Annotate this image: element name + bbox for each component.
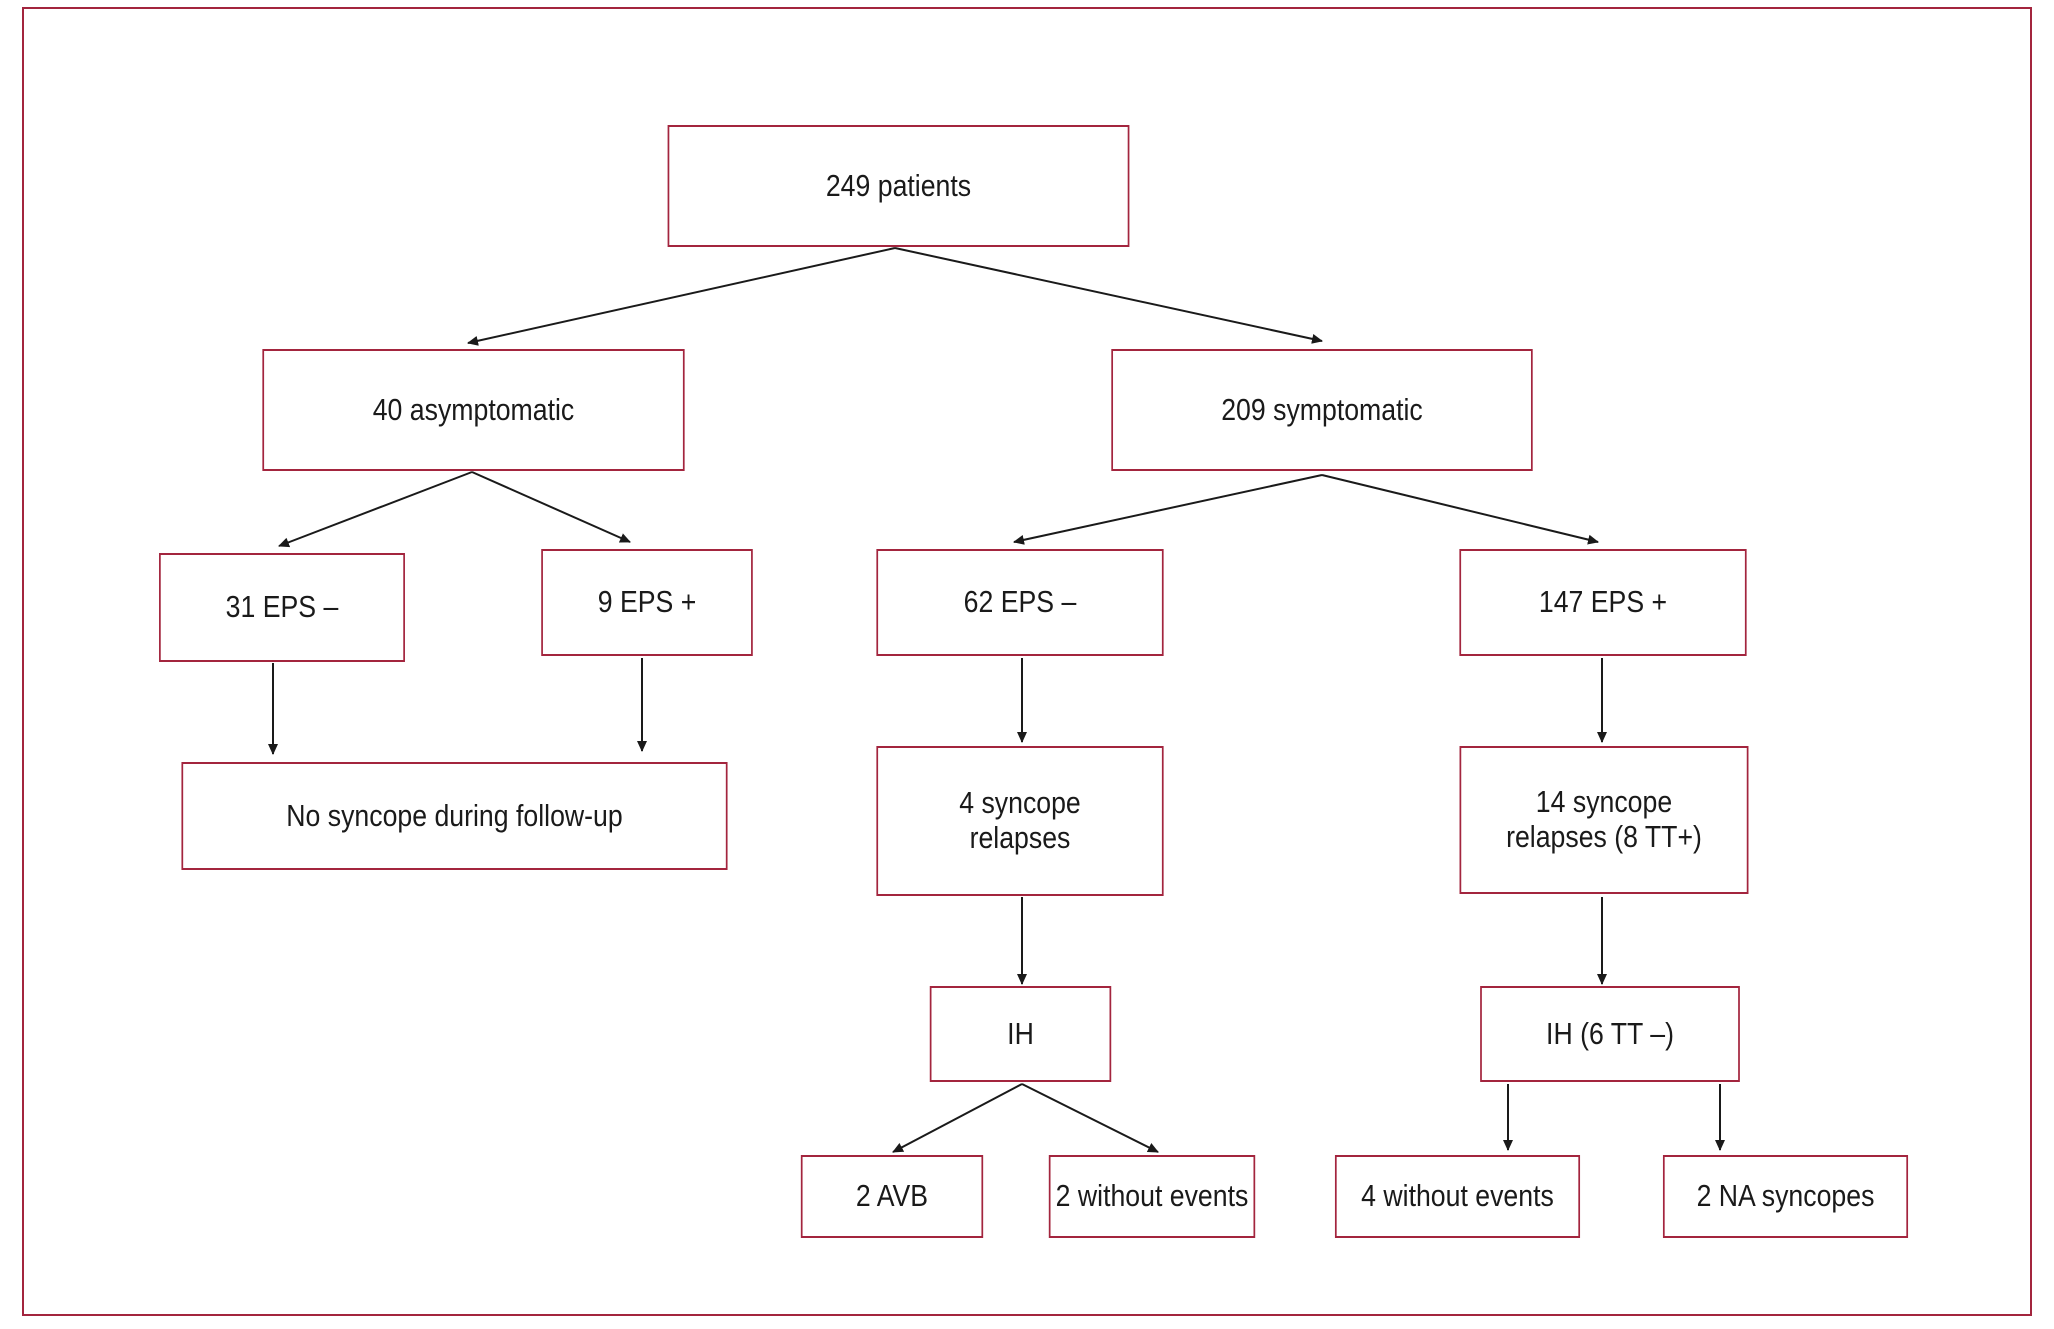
node-ih: IH (929, 986, 1112, 1082)
node-62-eps-negative: 62 EPS – (876, 549, 1164, 656)
node-31-eps-negative: 31 EPS – (159, 553, 405, 662)
node-14-syncope-relapses: 14 syncope relapses (8 TT+) (1459, 746, 1749, 894)
node-147-eps-positive: 147 EPS + (1459, 549, 1747, 656)
node-40-asymptomatic-label: 40 asymptomatic (372, 391, 575, 427)
node-ih-6-tt: IH (6 TT –) (1480, 986, 1740, 1082)
node-62-eps-negative-label: 62 EPS – (963, 584, 1077, 620)
node-ih-label: IH (1007, 1015, 1034, 1051)
node-no-syncope: No syncope during follow-up (181, 762, 728, 870)
node-4-without-events: 4 without events (1334, 1155, 1581, 1238)
node-249-patients: 249 patients (667, 125, 1130, 247)
node-2-na-syncopes: 2 NA syncopes (1662, 1155, 1909, 1238)
node-4-syncope-relapses-label: 4 syncope relapses (959, 785, 1081, 855)
node-209-symptomatic: 209 symptomatic (1111, 349, 1533, 471)
node-147-eps-positive-label: 147 EPS + (1538, 584, 1668, 620)
node-2-without-events-label: 2 without events (1055, 1178, 1249, 1214)
node-249-patients-label: 249 patients (825, 167, 972, 203)
node-14-syncope-relapses-label: 14 syncope relapses (8 TT+) (1506, 784, 1702, 854)
diagram-frame (22, 7, 2032, 1316)
node-ih-6-tt-label: IH (6 TT –) (1546, 1015, 1674, 1051)
node-2-avb-label: 2 AVB (855, 1178, 929, 1214)
node-2-na-syncopes-label: 2 NA syncopes (1696, 1178, 1875, 1214)
node-31-eps-negative-label: 31 EPS – (225, 589, 339, 625)
node-2-without-events: 2 without events (1048, 1155, 1256, 1238)
node-9-eps-positive: 9 EPS + (541, 549, 753, 656)
node-9-eps-positive-label: 9 EPS + (597, 584, 697, 620)
node-4-without-events-label: 4 without events (1361, 1178, 1554, 1214)
node-no-syncope-label: No syncope during follow-up (286, 797, 623, 833)
node-209-symptomatic-label: 209 symptomatic (1221, 391, 1423, 427)
node-40-asymptomatic: 40 asymptomatic (262, 349, 685, 471)
node-4-syncope-relapses: 4 syncope relapses (876, 746, 1164, 896)
node-2-avb: 2 AVB (800, 1155, 984, 1238)
